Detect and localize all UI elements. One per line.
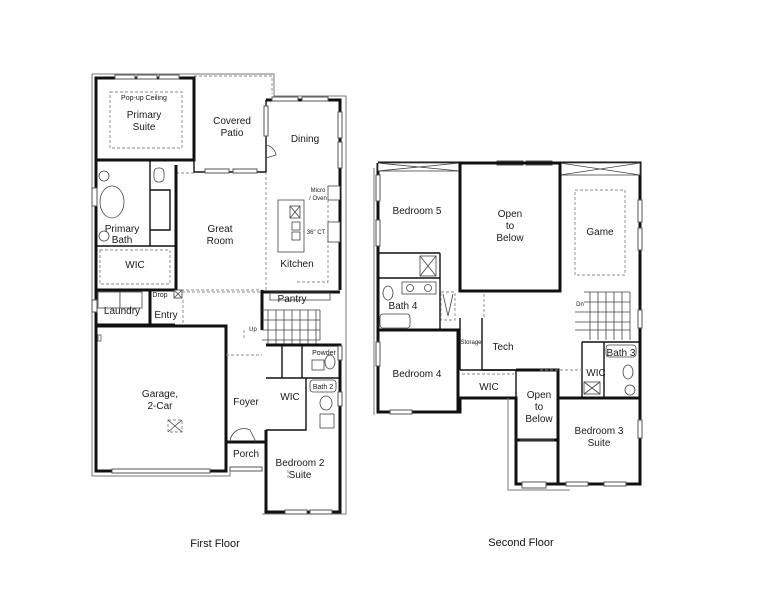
label-open-to-below-lower: Open — [527, 390, 551, 401]
game-room-outline — [574, 189, 626, 276]
caption-first-floor: First Floor — [190, 538, 240, 550]
label-bedroom-3-suite: Suite — [588, 438, 611, 449]
label-cooktop: 36" CT — [307, 230, 326, 236]
second-floor-plan: Bedroom 5 Open to Below Game Bath 4 Dn S… — [373, 160, 643, 491]
label-covered-patio-2: Patio — [221, 128, 244, 139]
label-popup-ceiling: Pop-up Ceiling — [121, 95, 167, 102]
label-primary-suite: Primary — [127, 110, 161, 121]
label-open-to-below-lower-2: to — [535, 402, 544, 413]
label-open-to-below-3: Below — [496, 233, 524, 244]
first-floor-stairs — [262, 309, 321, 345]
label-tech: Tech — [492, 342, 513, 353]
label-powder: Powder — [312, 350, 336, 357]
label-bedroom2-wic: WIC — [280, 392, 299, 403]
label-bath-2: Bath 2 — [313, 384, 333, 391]
label-bedroom-4: Bedroom 4 — [393, 369, 442, 380]
label-great-room: Great — [207, 224, 232, 235]
label-bath-4: Bath 4 — [389, 301, 418, 312]
label-drop: Drop — [152, 292, 167, 299]
label-open-to-below-2: to — [506, 221, 515, 232]
open-to-below-upper — [458, 161, 562, 293]
label-garage: Garage, — [142, 389, 178, 400]
label-foyer: Foyer — [233, 397, 259, 408]
label-bedroom-2-suite: Suite — [289, 470, 312, 481]
label-primary-suite-2: Suite — [133, 122, 156, 133]
label-primary-bath: Primary — [105, 224, 139, 235]
first-floor-plan: Pop-up Ceiling Primary Suite Covered Pat… — [91, 73, 347, 515]
label-stairs-up: Up — [249, 327, 257, 333]
label-bedroom-3: Bedroom 3 — [575, 426, 624, 437]
label-bedroom-5: Bedroom 5 — [393, 206, 442, 217]
label-kitchen: Kitchen — [280, 259, 313, 270]
second-floor-stairs — [575, 291, 631, 340]
label-bedroom-2: Bedroom 2 — [276, 458, 325, 469]
label-laundry: Laundry — [104, 306, 140, 317]
popup-ceiling-outline — [109, 91, 183, 149]
label-bedroom4-wic: WIC — [479, 382, 498, 393]
label-porch: Porch — [233, 449, 259, 460]
label-bedroom3-wic: WIC — [586, 368, 605, 379]
label-primary-bath-2: Bath — [112, 235, 133, 246]
label-covered-patio: Covered — [213, 116, 251, 127]
label-open-to-below-lower-3: Below — [525, 414, 553, 425]
caption-second-floor: Second Floor — [488, 537, 554, 549]
label-pantry: Pantry — [278, 294, 307, 305]
label-stairs-down: Dn — [576, 302, 584, 308]
label-primary-wic: WIC — [125, 260, 144, 271]
label-open-to-below: Open — [498, 209, 522, 220]
label-storage: Storage — [460, 340, 482, 346]
label-entry: Entry — [154, 310, 177, 321]
label-great-room-2: Room — [207, 236, 234, 247]
label-game: Game — [586, 227, 614, 238]
label-oven: / Oven — [309, 196, 327, 202]
label-dining: Dining — [291, 134, 319, 145]
label-bath-3: Bath 3 — [607, 348, 636, 359]
label-micro: Micro — [311, 188, 326, 194]
label-garage-2: 2-Car — [147, 401, 173, 412]
